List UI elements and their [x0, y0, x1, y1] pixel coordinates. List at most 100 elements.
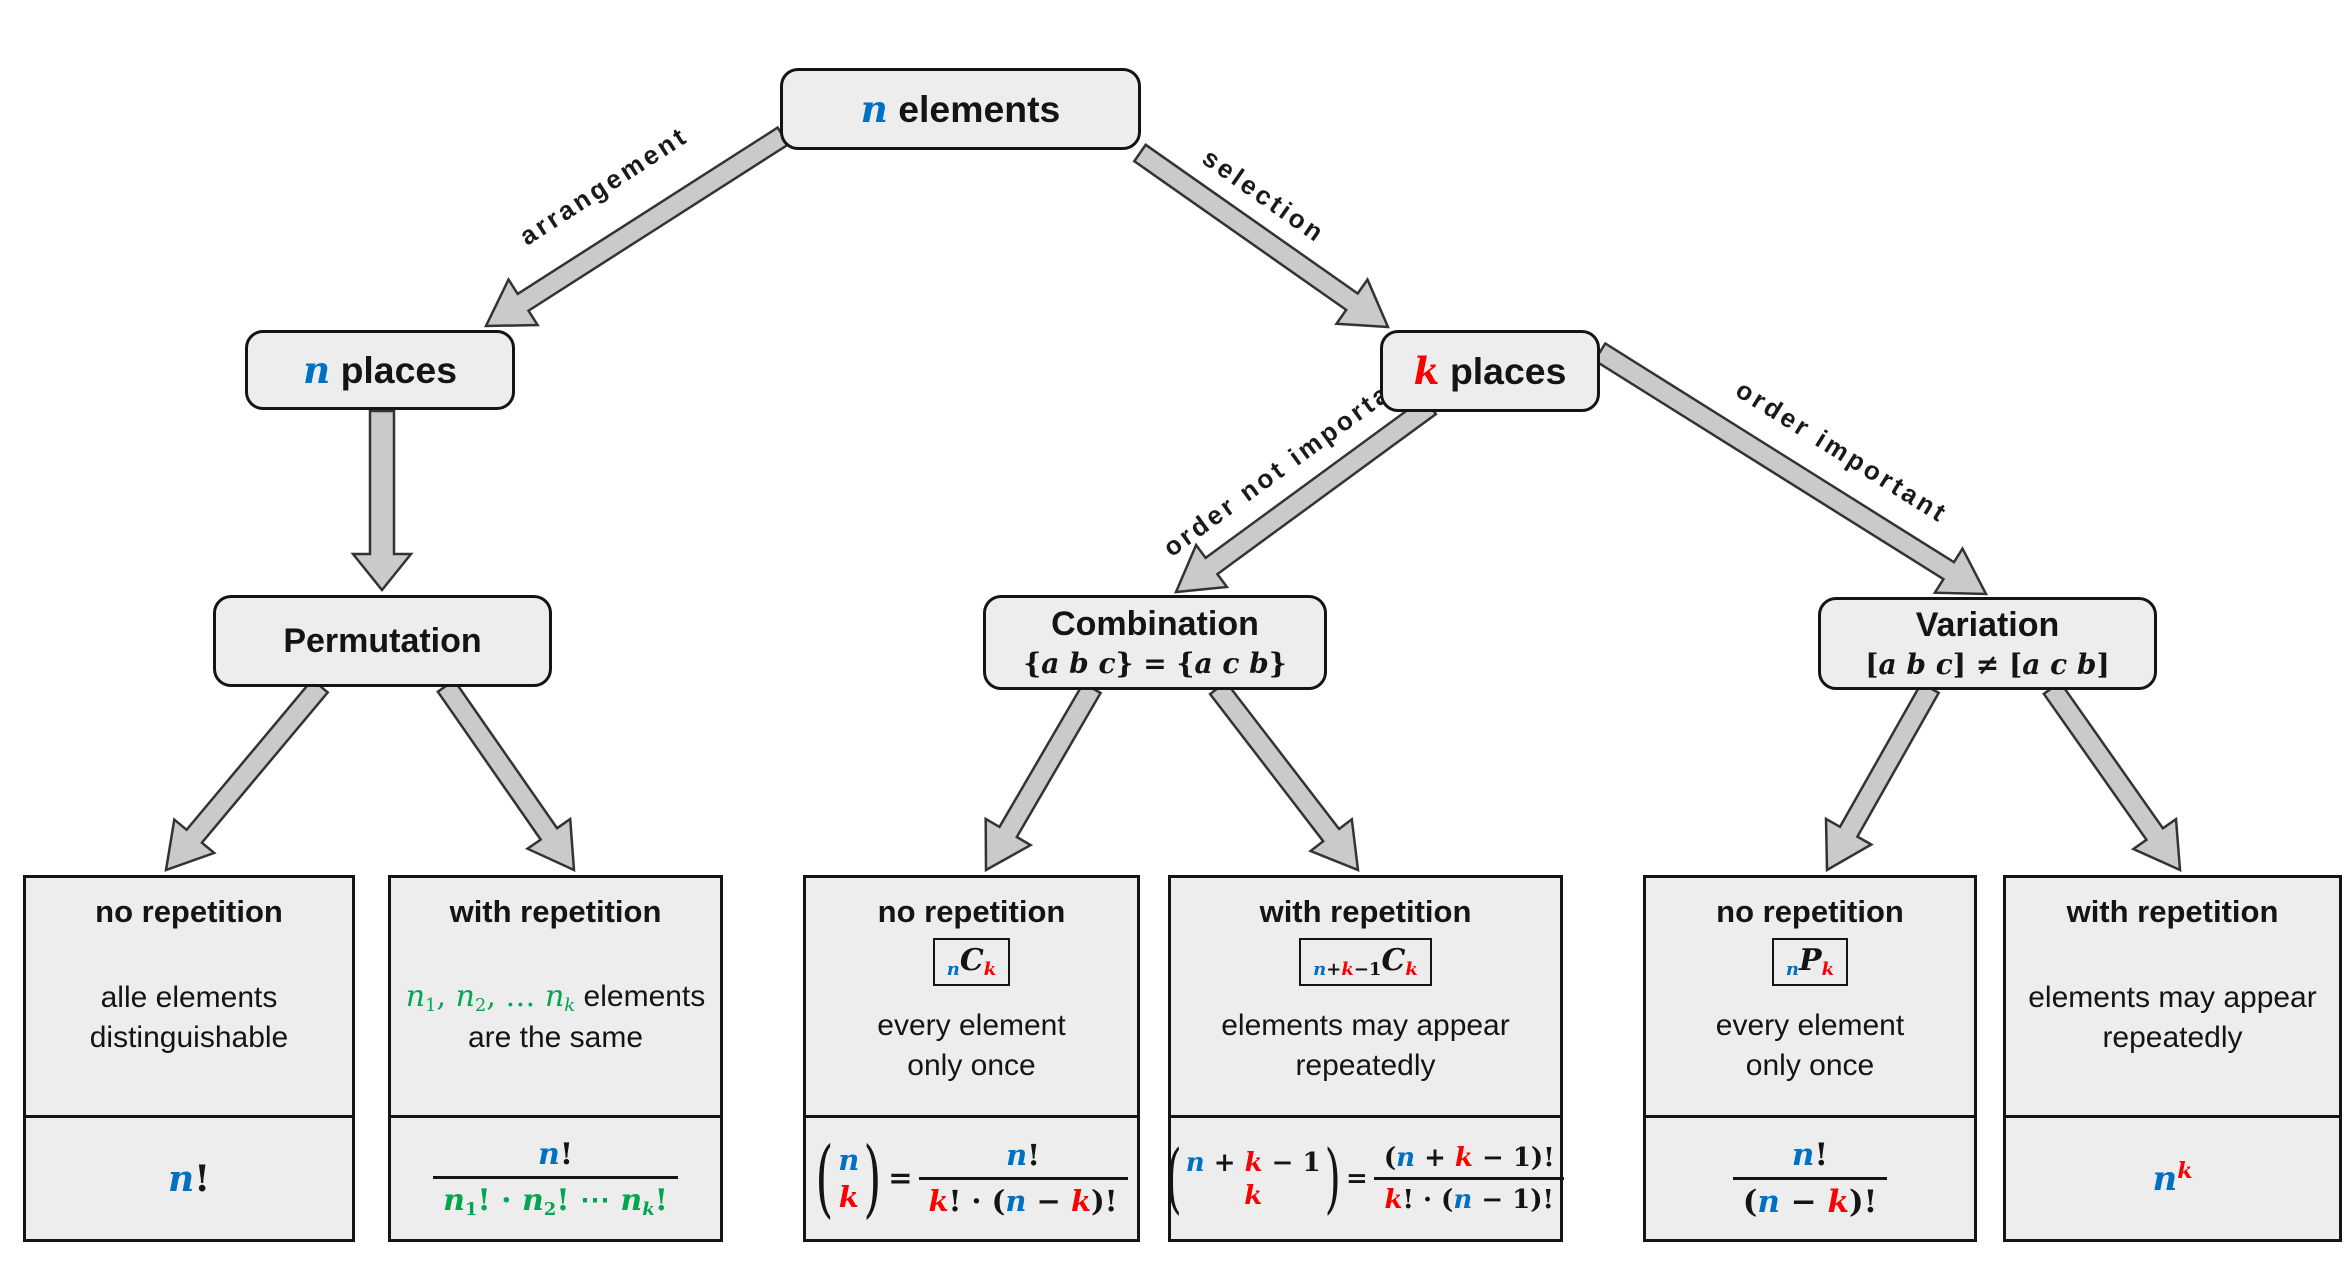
node-combination-label: Combination: [1051, 605, 1259, 643]
arrow-k-places-to-combination: [1174, 396, 1438, 594]
symbol-nCk: nCk: [932, 938, 1011, 987]
math-token: )!: [1091, 1184, 1118, 1218]
node-n-places-label: n places: [303, 348, 457, 392]
math-token: )!: [1848, 1184, 1878, 1220]
math-token: ]: [2096, 648, 2110, 681]
math-token: − 1: [1262, 1147, 1321, 1178]
node-variation-label: Variation: [1915, 606, 2060, 644]
math-token: only once: [1745, 1048, 1875, 1082]
arrow-combination-to-with-repetition: [1208, 680, 1360, 872]
fraction: n!n1! · n2! ⋯ nk!: [433, 1137, 678, 1220]
description-line: distinguishable: [90, 1018, 288, 1058]
node-n-elements: n elements: [780, 68, 1141, 150]
math-token: n: [168, 1157, 195, 1200]
leaf-title: with repetition: [449, 894, 662, 929]
math-token: k: [1384, 1185, 1403, 1215]
math-token: k: [928, 1184, 949, 1218]
math-token: k: [1827, 1184, 1849, 1220]
arrow-k-places-to-variation: [1592, 341, 1989, 596]
math-token: −: [1779, 1184, 1828, 1220]
math-token: C: [959, 943, 984, 978]
node-k-places-label: k places: [1414, 349, 1567, 393]
math-token: ] ≠ [: [1952, 648, 2023, 681]
math-token: k: [642, 1199, 655, 1221]
math-token: !: [1814, 1137, 1829, 1173]
fraction-numerator: (n + k − 1)!: [1374, 1142, 1565, 1177]
fraction: n!k! · (n − k)!: [918, 1138, 1128, 1219]
math-token: +: [1326, 959, 1342, 981]
arrow-permutation-to-no-repetition: [164, 677, 330, 872]
fraction-numerator: n!: [996, 1138, 1050, 1177]
math-token: 1: [425, 995, 437, 1017]
math-token: } = {: [1115, 647, 1195, 680]
symbol-n-plus-k-minus-1-Ck: n+k−1Ck: [1299, 938, 1432, 987]
math-token: n: [455, 979, 475, 1015]
math-token: n: [1791, 1137, 1815, 1173]
formula-n-factorial: n!: [162, 1158, 216, 1200]
description-line: are the same: [406, 1018, 706, 1058]
binomial-bottom: k: [1240, 1179, 1266, 1212]
math-token: n: [1006, 1138, 1028, 1172]
node-k-places: k places: [1380, 330, 1600, 412]
math-token: =: [1346, 1164, 1368, 1194]
math-token: k: [983, 959, 997, 981]
math-token: n: [303, 348, 331, 392]
math-token: 2: [543, 1199, 557, 1221]
math-token: {: [1023, 647, 1042, 680]
math-token: only once: [907, 1048, 1036, 1082]
node-n-places: n places: [245, 330, 515, 410]
math-token: n: [1757, 1184, 1780, 1220]
math-token: n: [620, 1182, 643, 1218]
description-line: only once: [877, 1046, 1065, 1086]
arrow-variation-to-no-repetition: [1824, 681, 1941, 873]
fraction: n! (n − k)!: [1732, 1137, 1888, 1220]
math-token: repeatedly: [1295, 1048, 1436, 1082]
binomial-bottom: k: [835, 1179, 863, 1216]
description-line: repeatedly: [2028, 1018, 2317, 1058]
math-token: k: [1070, 1184, 1092, 1218]
math-token: elements: [887, 88, 1061, 130]
math-token: elements may appear: [2028, 980, 2317, 1014]
math-token: k: [1244, 1147, 1263, 1178]
math-token: every element: [1715, 1009, 1905, 1043]
node-variation: Variation [a b c] ≠ [a c b]: [1818, 597, 2157, 690]
math-token: k: [564, 995, 576, 1017]
description-line: only once: [1716, 1046, 1904, 1086]
description-line: every element: [1716, 1006, 1904, 1046]
leaf-title: no repetition: [95, 894, 283, 929]
binomial-top: n: [834, 1142, 863, 1179]
math-token: k: [1413, 349, 1440, 393]
description-line: repeatedly: [1221, 1046, 1510, 1086]
fraction-denominator: (n − k)!: [1732, 1177, 1888, 1220]
math-token: every element: [877, 1009, 1066, 1043]
description-line: elements may appear: [2028, 978, 2317, 1018]
formula-segment: nk: [2146, 1158, 2198, 1199]
math-token: k: [2177, 1157, 2193, 1184]
leaf-formula-section: n!n1! · n2! ⋯ nk!: [391, 1118, 720, 1239]
math-token: !: [194, 1157, 210, 1200]
math-token: k: [1405, 959, 1418, 981]
leaf-top: with repetition n+k−1Ck elements may app…: [1171, 878, 1560, 1118]
math-token: ·: [490, 1182, 522, 1218]
binomial-top: n + k − 1: [1182, 1146, 1325, 1179]
math-token: places: [330, 349, 457, 391]
math-token: are the same: [467, 1021, 644, 1055]
math-token: n: [443, 1182, 465, 1218]
left-paren: (: [1165, 1134, 1183, 1223]
math-token: )!: [1530, 1185, 1554, 1215]
leaf-description: every element only once: [877, 1006, 1065, 1085]
math-token: P: [1799, 943, 1822, 978]
math-token: repeatedly: [2102, 1020, 2243, 1054]
